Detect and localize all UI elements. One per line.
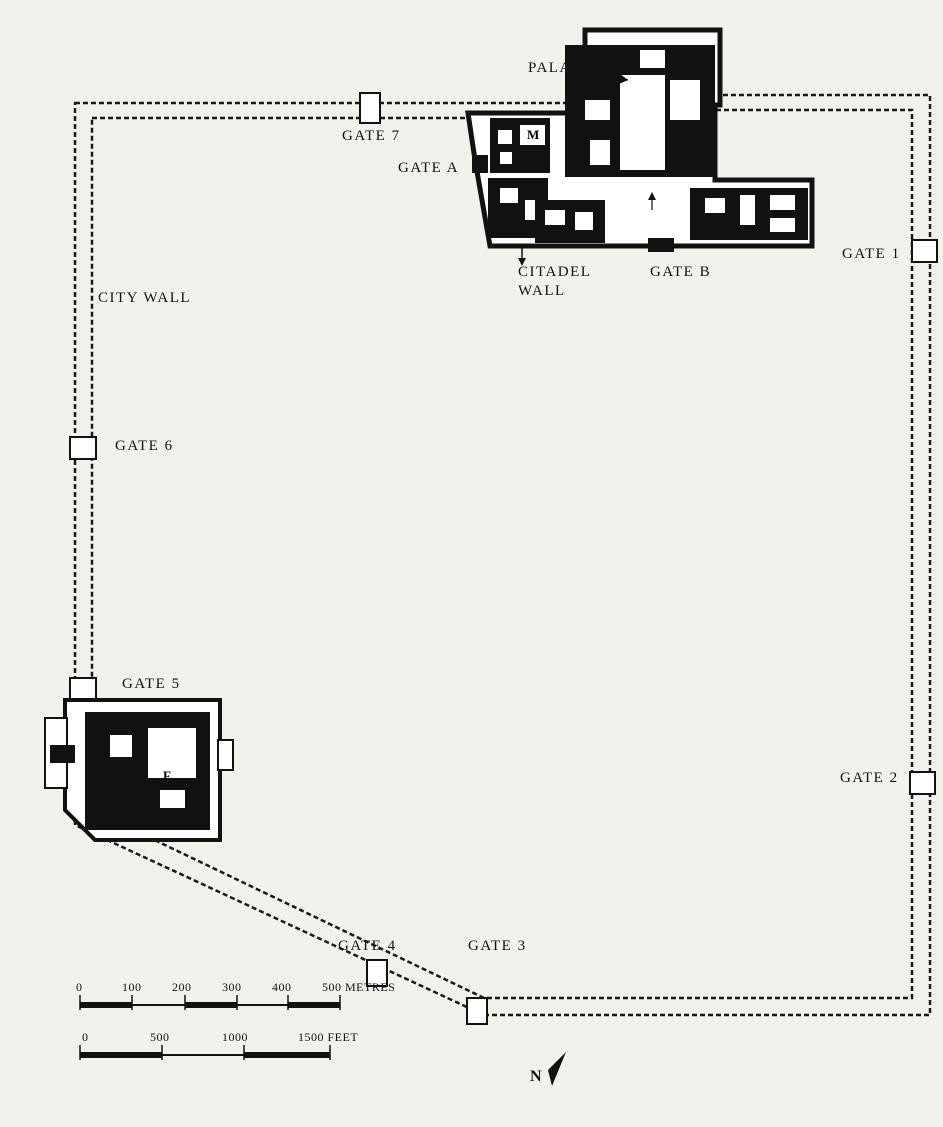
gate-a-label: GATE A — [398, 160, 460, 176]
scale-metres-tick-400: 400 — [272, 980, 292, 994]
scale-feet-tick-0: 0 — [82, 1030, 89, 1044]
gate-b-label: GATE B — [650, 264, 712, 280]
palace-arrow — [574, 69, 629, 84]
citadel — [465, 27, 815, 252]
gate-4-mark — [366, 959, 388, 987]
gate-6-mark — [69, 436, 97, 460]
scale-metres-tick-0: 0 — [76, 980, 83, 994]
fort-f — [44, 698, 234, 842]
scale-metres-tick-500: 500 METRES — [322, 980, 396, 994]
gate-1-label: GATE 1 — [842, 246, 901, 262]
gate-b-mark — [648, 238, 674, 252]
scale-metres-tick-300: 300 — [222, 980, 242, 994]
city-wall-label: CITY WALL — [98, 290, 192, 306]
scale-bar-metres — [79, 995, 341, 1010]
building-m-label: M — [527, 127, 540, 142]
scale-metres-tick-200: 200 — [172, 980, 192, 994]
scale-bar-feet — [79, 1045, 331, 1060]
gate-7-label: GATE 7 — [342, 128, 401, 144]
citadel-gate-arrow — [648, 192, 656, 210]
gate-3-mark — [466, 997, 488, 1025]
citadel-wall-label: WALL — [518, 283, 566, 299]
gate-1-mark — [911, 239, 938, 263]
building-f-label: F — [163, 768, 171, 783]
palace-label: PALACE — [528, 60, 594, 76]
scale-feet-tick-1000: 1000 — [222, 1030, 248, 1044]
gate-a-mark — [472, 155, 488, 173]
gate-2-mark — [909, 771, 936, 795]
scale-feet-tick-1500: 1500 FEET — [298, 1030, 359, 1044]
gate-2-label: GATE 2 — [840, 770, 899, 786]
north-label: N — [530, 1068, 544, 1085]
gate-3-label: GATE 3 — [468, 938, 527, 954]
gate-4-label: GATE 4 — [338, 938, 397, 954]
scale-metres-tick-100: 100 — [122, 980, 142, 994]
gate-5-label: GATE 5 — [122, 676, 181, 692]
citadel-wall-arrow — [518, 248, 526, 266]
gate-6-label: GATE 6 — [115, 438, 174, 454]
gate-7-mark — [359, 92, 381, 124]
north-arrow-icon — [548, 1052, 566, 1086]
citadel-label: CITADEL — [518, 264, 592, 280]
scale-feet-tick-500: 500 — [150, 1030, 170, 1044]
gate-5-mark — [69, 677, 97, 701]
